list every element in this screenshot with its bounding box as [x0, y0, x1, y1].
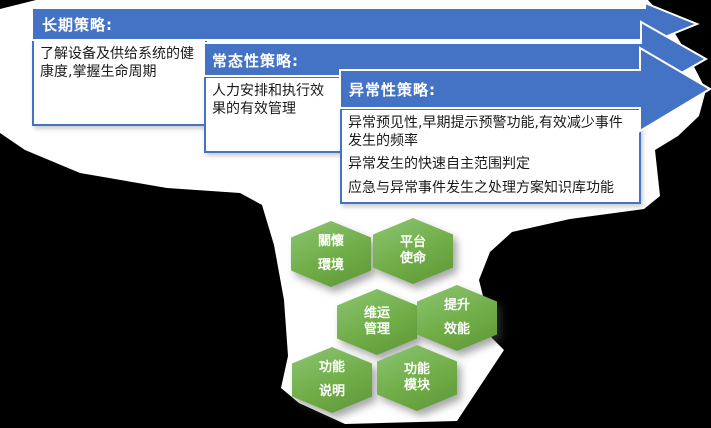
longterm-strategy-text: 了解设备及供给系统的健康度,掌握生命周期 — [40, 46, 194, 80]
hexagon-improve-efficiency: 提升 效能 — [417, 285, 497, 351]
hexagon-label-line: 效能 — [443, 321, 470, 337]
abnormal-strategy-box: 异常预见性,早期提示预警功能,有效减少事件发生的频率 异常发生的快速自主范围判定… — [340, 108, 641, 204]
hexagon-platform-mission: 平台 使命 — [373, 218, 453, 284]
longterm-strategy-box: 了解设备及供给系统的健康度,掌握生命周期 — [32, 39, 207, 126]
longterm-strategy-title: 长期策略: — [42, 16, 113, 34]
hexagon-label-line: 说明 — [318, 383, 345, 399]
normal-strategy-title: 常态性策略: — [212, 52, 299, 70]
hexagon-label-line: 平台 — [399, 234, 426, 250]
abnormal-strategy-text-3: 应急与异常事件发生之处理方案知识库功能 — [348, 179, 614, 196]
abnormal-strategy-text-2: 异常发生的快速自主范围判定 — [348, 156, 530, 172]
normal-strategy-box: 人力安排和执行效果的有效管理 — [204, 76, 342, 153]
hexagon-label-line: 维运 — [363, 305, 390, 321]
abnormal-strategy-title: 异常性策略: — [349, 81, 436, 99]
abnormal-strategy-text-1: 异常预见性,早期提示预警功能,有效减少事件发生的频率 — [348, 115, 623, 149]
hexagon-label-line: 管理 — [363, 321, 390, 337]
hexagon-label-line: 模块 — [403, 377, 430, 393]
hexagon-label-line: 功能 — [403, 361, 430, 377]
hexagon-label-line: 關懷 — [317, 233, 344, 249]
hexagon-label-line: 提升 — [443, 297, 470, 313]
hexagon-function-description: 功能 说明 — [292, 347, 372, 413]
hexagon-care-environment: 關懷 環境 — [291, 221, 371, 287]
hexagon-function-module: 功能 模块 — [377, 345, 457, 411]
hexagon-label-line: 使命 — [399, 250, 426, 266]
hexagon-label-line: 環境 — [317, 257, 344, 273]
hexagon-label-line: 功能 — [318, 359, 345, 375]
normal-strategy-text: 人力安排和执行效果的有效管理 — [212, 83, 324, 117]
hexagon-operations-management: 维运 管理 — [337, 289, 417, 355]
